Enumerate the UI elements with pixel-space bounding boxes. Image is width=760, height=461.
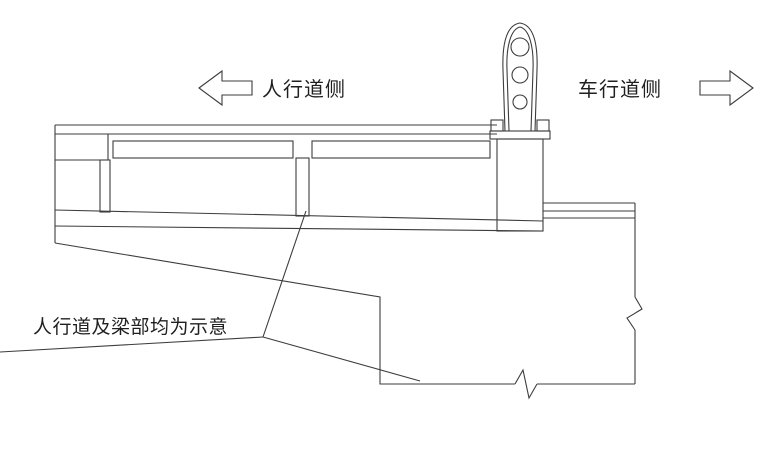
break-symbol-bottom bbox=[514, 368, 538, 400]
bottom-slab bbox=[54, 209, 544, 232]
post-hole-middle bbox=[511, 66, 529, 84]
left-arrow-icon bbox=[198, 69, 253, 107]
pedestrian-deck bbox=[54, 124, 497, 243]
annotation-leader bbox=[0, 210, 421, 382]
left-web bbox=[99, 159, 111, 213]
vehicle-side-label: 车行道侧 bbox=[578, 77, 662, 101]
base-block bbox=[54, 203, 643, 400]
pedestrian-side-label: 人行道侧 bbox=[262, 77, 346, 101]
annotation-note-label: 人行道及梁部均为示意 bbox=[33, 316, 228, 338]
deck-panel-left bbox=[112, 140, 294, 159]
right-arrow-icon bbox=[699, 69, 754, 107]
post-hole-bottom bbox=[512, 94, 528, 110]
anchor-post bbox=[489, 22, 551, 140]
break-symbol-right bbox=[626, 296, 643, 331]
pier bbox=[496, 138, 544, 232]
deck-panel-right bbox=[311, 140, 491, 159]
middle-web bbox=[295, 157, 310, 217]
post-base-plate bbox=[489, 130, 551, 140]
roadway-deck bbox=[543, 202, 635, 219]
post-clamp-right bbox=[536, 119, 550, 132]
post-hole-top bbox=[510, 37, 530, 57]
